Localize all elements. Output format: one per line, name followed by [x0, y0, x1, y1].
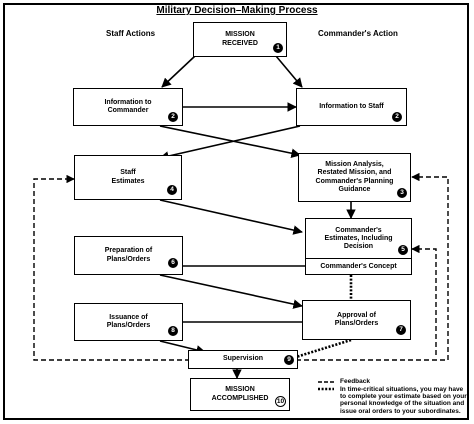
diagram-frame	[3, 3, 469, 420]
step-badge-3: 3	[397, 188, 407, 198]
step-badge-7: 7	[396, 325, 406, 335]
issuance-plans-box: Issuance of Plans/Orders 8	[74, 303, 183, 341]
mission-received-box: MISSION RECEIVED 1	[193, 22, 287, 57]
arrow-received-to-staff	[275, 55, 303, 88]
feedback-right-loop	[296, 172, 449, 361]
staff-estimates-box: Staff Estimates 4	[74, 155, 182, 200]
arrow-prep-to-approval	[159, 274, 303, 309]
step-badge-1: 1	[273, 43, 283, 53]
step-badge-9: 9	[284, 355, 294, 365]
step-badge-2-left: 2	[168, 112, 178, 122]
info-to-staff-label: Information to Staff	[319, 102, 384, 110]
step-badge-6: 6	[168, 258, 178, 268]
mission-received-label: MISSION RECEIVED	[222, 31, 258, 47]
info-to-staff-box: Information to Staff 2	[296, 88, 407, 126]
feedback-right-inner	[411, 244, 437, 355]
commanders-estimates-box: Commander's Estimates, Including Decisio…	[305, 218, 412, 275]
prep-plans-box: Preparation of Plans/Orders 6	[74, 236, 183, 275]
supervision-label: Supervision	[222, 355, 264, 363]
chain-approval-to-supervision	[295, 338, 352, 359]
staff-estimates-label: Staff Estimates	[111, 169, 145, 185]
issuance-plans-label: Issuance of Plans/Orders	[106, 313, 151, 329]
approval-plans-box: Approval of Plans/Orders 7	[302, 300, 411, 340]
prep-plans-label: Preparation of Plans/Orders	[104, 247, 153, 263]
step-badge-8: 8	[168, 326, 178, 336]
mission-accomplished-box: MISSION ACCOMPLISHED 10	[190, 378, 290, 411]
diagram-title: Military Decision–Making Process	[156, 5, 318, 16]
arrow-info-to-analysis	[159, 125, 301, 158]
info-to-commander-label: Information to Commander	[104, 98, 152, 114]
approval-plans-label: Approval of Plans/Orders	[334, 311, 379, 327]
step-badge-4: 4	[167, 185, 177, 195]
commanders-action-heading: Commander's Action	[318, 29, 398, 38]
arrow-estimates-to-decision	[159, 199, 303, 235]
legend: Feedback In time-critical situations, yo…	[318, 378, 468, 415]
legend-feedback-text: Feedback	[340, 378, 370, 385]
step-badge-10: 10	[275, 396, 286, 407]
arrow-staff-to-estimates	[159, 125, 301, 161]
feedback-left-loop	[33, 174, 190, 361]
commanders-concept-label: Commander's Concept	[320, 262, 397, 270]
info-to-commander-box: Information to Commander 2	[73, 88, 183, 126]
step-badge-2-right: 2	[392, 112, 402, 122]
supervision-box: Supervision 9	[188, 350, 298, 369]
legend-time-critical-text: In time-critical situations, you may hav…	[340, 386, 467, 415]
mission-analysis-box: Mission Analysis, Restated Mission, and …	[298, 153, 411, 202]
commanders-estimates-label: Commander's Estimates, Including Decisio…	[324, 226, 393, 250]
mission-analysis-label: Mission Analysis, Restated Mission, and …	[315, 161, 394, 193]
staff-actions-heading: Staff Actions	[106, 29, 156, 38]
step-badge-5: 5	[398, 245, 408, 255]
mission-accomplished-label: MISSION ACCOMPLISHED	[211, 386, 269, 402]
arrow-received-to-commander	[161, 55, 196, 88]
